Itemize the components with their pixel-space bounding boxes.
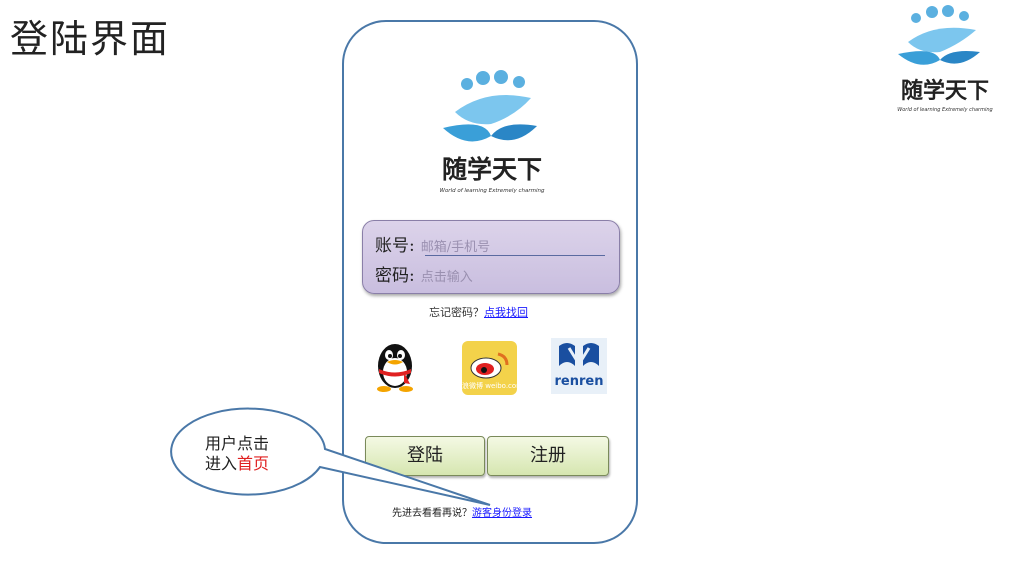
weibo-text: 新浪微博 weibo.com <box>461 381 518 390</box>
logo-name: 随学天下 <box>442 155 542 184</box>
login-button[interactable]: 登陆 <box>365 436 485 476</box>
renren-text: renren <box>555 374 604 389</box>
callout-text: 用户点击 进入首页 <box>205 434 285 474</box>
weibo-login-icon[interactable]: 新浪微博 weibo.com <box>461 340 518 396</box>
account-field[interactable]: 账号: 邮箱/手机号 <box>375 231 490 256</box>
register-button[interactable]: 注册 <box>487 436 609 476</box>
guest-login-link[interactable]: 游客身份登录 <box>472 508 532 519</box>
forgot-password-link[interactable]: 点我找回 <box>484 306 528 319</box>
account-label: 账号: <box>375 236 415 256</box>
corner-logo: 随学天下 World of learning Extremely charmin… <box>897 5 993 113</box>
password-input[interactable]: 点击输入 <box>420 270 473 285</box>
guest-login-row: 先进去看看再说？游客身份登录 <box>392 504 532 519</box>
callout-line1: 用户点击 <box>205 434 270 453</box>
callout-highlight: 首页 <box>237 454 270 473</box>
logo-people-icon <box>443 70 537 142</box>
guest-prompt: 先进去看看再说？ <box>392 508 472 519</box>
callout-line2-prefix: 进入 <box>205 454 238 473</box>
logo-name: 随学天下 <box>901 78 989 104</box>
logo-people-icon <box>898 5 980 65</box>
password-field[interactable]: 密码: 点击输入 <box>375 261 473 286</box>
app-logo: 随学天下 World of learning Extremely charmin… <box>440 70 545 194</box>
forgot-prompt: 忘记密码？ <box>429 306 484 319</box>
qq-login-icon[interactable] <box>366 336 424 394</box>
login-form: 账号: 邮箱/手机号 密码: 点击输入 <box>362 220 620 294</box>
logo-tagline: World of learning Extremely charming <box>897 107 992 113</box>
page-title: 登陆界面 <box>10 17 171 61</box>
password-label: 密码: <box>375 266 415 286</box>
logo-tagline: World of learning Extremely charming <box>440 188 545 194</box>
field-divider <box>425 255 605 256</box>
account-input[interactable]: 邮箱/手机号 <box>420 240 491 255</box>
renren-login-icon[interactable]: renren <box>551 338 607 394</box>
